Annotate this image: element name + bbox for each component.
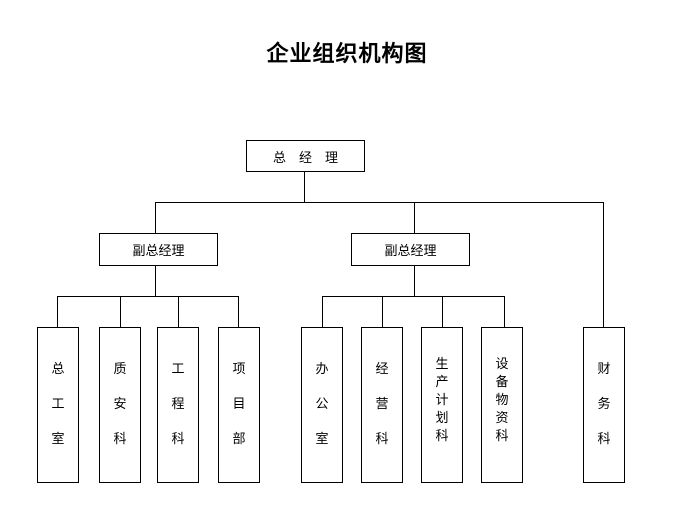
node-gongcheng-char-1: 程 — [171, 397, 185, 412]
node-shebei-char-1: 备 — [495, 375, 509, 390]
node-caiwu-char-0: 财 — [597, 362, 611, 377]
node-zhian: 质安科 — [99, 327, 141, 483]
node-zonggong-char-2: 室 — [51, 432, 65, 447]
node-bangong-char-2: 室 — [315, 432, 329, 447]
node-xiangmu-char-0: 项 — [232, 362, 246, 377]
node-xiangmu-char-2: 部 — [232, 432, 246, 447]
node-deputy-right-label: 副总经理 — [384, 244, 437, 259]
node-shebei-char-4: 科 — [495, 429, 509, 444]
node-deputy-left-label: 副总经理 — [132, 244, 185, 259]
node-gongcheng-char-0: 工 — [171, 362, 185, 377]
node-general-manager: 总 经 理 — [246, 140, 365, 172]
node-xiangmu-char-1: 目 — [232, 397, 246, 412]
node-shebei-char-0: 设 — [495, 357, 509, 372]
node-caiwu-char-1: 务 — [597, 397, 611, 412]
node-jingying-char-0: 经 — [375, 362, 389, 377]
node-shengchan-char-3: 划 — [435, 411, 449, 426]
node-zonggong-char-0: 总 — [51, 362, 65, 377]
node-shengchan-char-0: 生 — [435, 357, 449, 372]
node-zhian-char-0: 质 — [113, 362, 127, 377]
node-jingying: 经营科 — [361, 327, 403, 483]
node-shengchan: 生产计划科 — [421, 327, 463, 483]
node-shengchan-char-2: 计 — [435, 393, 449, 408]
node-jingying-char-2: 科 — [375, 432, 389, 447]
node-bangong-char-0: 办 — [315, 362, 329, 377]
node-gongcheng-char-2: 科 — [171, 432, 185, 447]
node-bangong: 办公室 — [301, 327, 343, 483]
node-shebei-char-2: 物 — [495, 393, 509, 408]
node-gongcheng: 工程科 — [157, 327, 199, 483]
node-jingying-char-1: 营 — [375, 397, 389, 412]
node-shengchan-char-1: 产 — [435, 375, 449, 390]
node-deputy-left: 副总经理 — [99, 233, 218, 266]
chart-title: 企业组织机构图 — [266, 42, 428, 67]
node-zhian-char-1: 安 — [113, 397, 127, 412]
node-caiwu: 财务科 — [583, 327, 625, 483]
node-caiwu-char-2: 科 — [597, 432, 611, 447]
node-general-manager-label: 总 经 理 — [272, 150, 338, 166]
node-bangong-char-1: 公 — [315, 397, 329, 412]
node-zonggong-char-1: 工 — [51, 397, 65, 412]
node-zhian-char-2: 科 — [113, 432, 127, 447]
node-deputy-right: 副总经理 — [351, 233, 470, 266]
node-xiangmu: 项目部 — [218, 327, 260, 483]
node-shebei-char-3: 资 — [495, 411, 509, 426]
node-shebei: 设备物资科 — [481, 327, 523, 483]
node-zonggong: 总工室 — [37, 327, 79, 483]
node-shengchan-char-4: 科 — [435, 429, 449, 444]
